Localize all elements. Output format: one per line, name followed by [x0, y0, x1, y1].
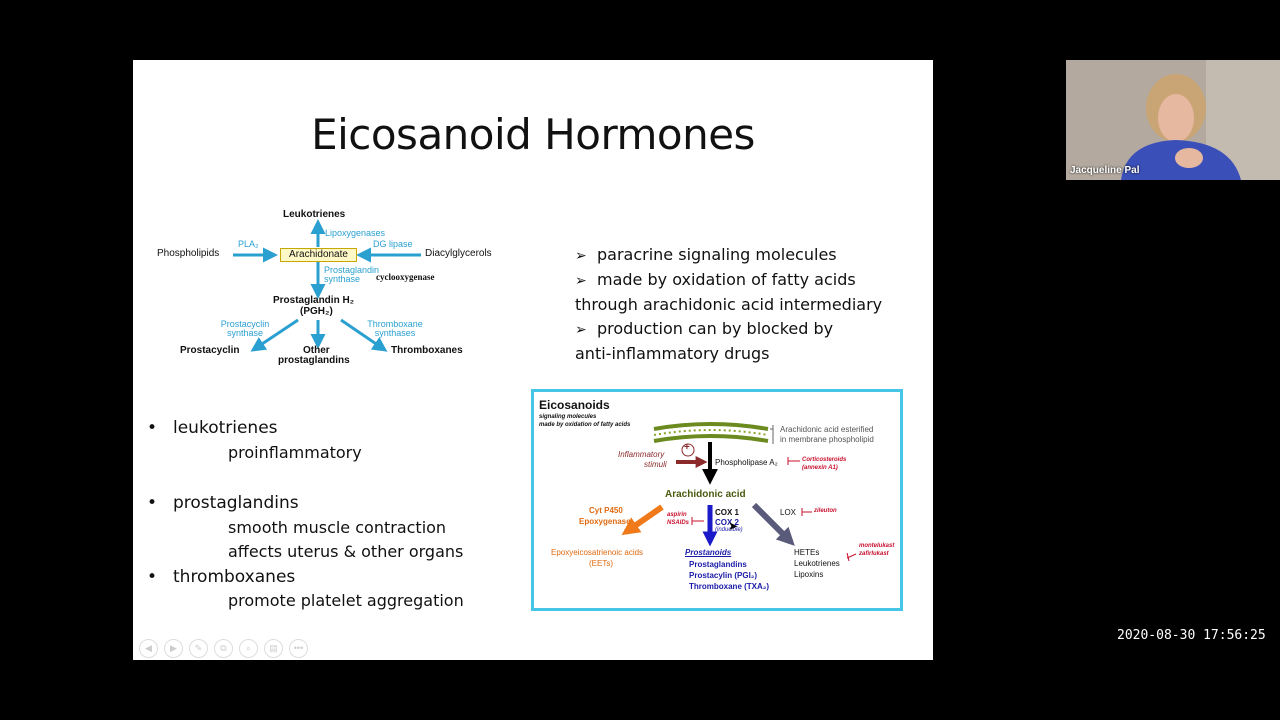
zileuton-label: zileuton — [814, 508, 837, 514]
arrow-bullet-icon: ➢ — [575, 273, 587, 289]
eicosanoids-subtitle-1: signaling molecules — [539, 414, 597, 420]
right-bullet-5: anti-inflammatory drugs — [575, 342, 882, 366]
dg-lipase-label: DG lipase — [373, 239, 413, 249]
eicosanoids-figure: Eicosanoids signaling molecules made by … — [531, 389, 903, 611]
right-bullet-text: through arachidonic acid intermediary — [575, 295, 883, 314]
timestamp: 2020-08-30 17:56:25 — [1117, 628, 1266, 643]
slide-title: Eicosanoid Hormones — [311, 110, 755, 159]
prostacylin-label: Prostacylin (PGI₂) — [689, 571, 758, 580]
inflammatory-label-1: Inflammatory — [618, 450, 665, 459]
right-bullet-2: ➢ made by oxidation of fatty acids — [575, 268, 882, 293]
zoom-icon[interactable]: ⌕ — [239, 639, 258, 658]
bullet-thromboxanes: • thromboxanes — [147, 565, 464, 590]
thromboxanes-diagram-label: Thromboxanes — [391, 345, 463, 356]
arachidonic-acid-label: Arachidonic acid — [665, 489, 746, 500]
right-bullet-list: ➢ paracrine signaling molecules ➢ made by … — [575, 243, 882, 366]
pgh2-abbr-label: (PGH₂) — [300, 306, 333, 317]
mouse-cursor-icon: ➤ — [728, 519, 739, 533]
pen-icon[interactable]: ✎ — [189, 639, 208, 658]
eicosanoids-title: Eicosanoids — [539, 398, 610, 412]
plus-icon: + — [684, 442, 690, 453]
montelukast-label: montelukast — [859, 543, 895, 549]
inducible-label: (inducible) — [715, 527, 743, 533]
bullet-text: leukotrienes — [173, 418, 278, 438]
lipoxygenases-label: Lipoxygenases — [325, 228, 386, 238]
bullet-dot: • — [147, 566, 158, 587]
nsaids-label: NSAIDs — [667, 520, 690, 526]
cox1-label: COX 1 — [715, 508, 740, 517]
sub-bullet: proinflammatory — [228, 442, 362, 462]
arachidonate-box: Arachidonate — [280, 248, 357, 262]
hetes-label: HETEs — [794, 548, 820, 557]
prostacyclin-label: Prostacyclin — [180, 345, 240, 356]
sub-bullet: smooth muscle contraction — [228, 517, 447, 537]
pgh2-label: Prostaglandin H₂ — [273, 295, 355, 306]
arrow-bullet-icon: ➢ — [575, 322, 587, 338]
more-options-icon[interactable]: ••• — [289, 639, 308, 658]
slides-grid-icon[interactable]: ⧉ — [214, 639, 233, 658]
aspirin-label: aspirin — [667, 512, 687, 518]
eets-label-1: Epoxyeicosatrienoic acids — [551, 548, 644, 557]
epoxygenase-label: Epoxygenase — [579, 517, 631, 526]
subtitles-icon[interactable]: ▤ — [264, 639, 283, 658]
right-bullet-text: production can by blocked by — [597, 319, 834, 338]
cyt-p450-label: Cyt P450 — [589, 506, 623, 515]
next-slide-icon[interactable]: ▶ — [164, 639, 183, 658]
phospholipase-label: Phospholipase A₂ — [715, 458, 778, 467]
sub-bullet: promote platelet aggregation — [228, 591, 464, 610]
leukotrienes-eico-label: Leukotrienes — [794, 559, 840, 568]
prostanoids-label: Prostanoids — [685, 548, 732, 557]
participant-name: Jacqueline Pal — [1070, 165, 1140, 176]
right-bullet-text: anti-inflammatory drugs — [575, 344, 770, 363]
lox-label: LOX — [780, 508, 797, 517]
sub-bullet: affects uterus & other organs — [228, 542, 464, 561]
diacylglycerols-label: Diacylglycerols — [425, 248, 492, 259]
phospholipids-label: Phospholipids — [157, 248, 220, 259]
bullet-leukotrienes: • leukotrienes — [147, 416, 464, 441]
slide-controls: ◀ ▶ ✎ ⧉ ⌕ ▤ ••• — [139, 639, 308, 658]
lipoxins-label: Lipoxins — [794, 570, 824, 579]
bullet-dot: • — [147, 418, 158, 438]
eicosanoids-subtitle-2: made by oxidation of fatty acids — [539, 422, 631, 428]
membrane-label-1: Arachidonic acid esterified — [780, 425, 874, 434]
right-bullet-1: ➢ paracrine signaling molecules — [575, 243, 882, 268]
inflammatory-label-2: stimuli — [644, 460, 667, 469]
leukotrienes-label: Leukotrienes — [283, 209, 346, 220]
right-bullet-text: made by oxidation of fatty acids — [597, 270, 856, 289]
zafirlukast-label: zafirlukast — [859, 551, 889, 557]
corticosteroids-label: Corticosteroids — [802, 457, 847, 463]
arrow-bullet-icon: ➢ — [575, 248, 587, 264]
bullet-prostaglandins: • prostaglandins — [147, 491, 464, 516]
right-bullet-4: ➢ production can by blocked by — [575, 317, 882, 342]
right-bullet-3: through arachidonic acid intermediary — [575, 293, 882, 317]
left-bullet-list: • leukotrienes proinflammatory • prostagla… — [147, 416, 464, 614]
cox2-label: COX 2 — [715, 518, 740, 527]
prev-slide-icon[interactable]: ◀ — [139, 639, 158, 658]
right-bullet-text: paracrine signaling molecules — [597, 245, 837, 264]
thromboxane-synthases-label: Thromboxane synthases — [367, 319, 423, 338]
eets-label-2: (EETs) — [589, 559, 613, 568]
participant-video[interactable]: Jacqueline Pal — [1066, 60, 1280, 180]
pla2-label: PLA₂ — [238, 239, 259, 249]
thromboxane-eico-label: Thromboxane (TXA₂) — [689, 582, 769, 591]
membrane-bilayer — [653, 422, 769, 443]
prostaglandin-synthase-label: Prostaglandin synthase — [324, 265, 380, 284]
participant-avatar — [1066, 60, 1280, 180]
cyclooxygenase-label: cyclooxygenase — [376, 272, 435, 282]
prostacyclin-synthase-label: Prostacyclin synthase — [220, 319, 270, 338]
annexin-label: (annexin A1) — [802, 465, 838, 471]
presentation-slide: Eicosanoid Hormones Leukotrienes Lipoxyg… — [133, 60, 933, 660]
other-label: Other — [303, 345, 330, 356]
bullet-text: prostaglandins — [173, 493, 299, 513]
prostaglandins-eico-label: Prostaglandins — [689, 560, 747, 569]
pathway-arrows — [233, 219, 421, 352]
bullet-dot: • — [147, 493, 158, 513]
eicosanoids-arrows — [621, 422, 857, 562]
membrane-label-2: in membrane phospholipid — [780, 435, 874, 444]
prostaglandins-diagram-label: prostaglandins — [278, 355, 350, 366]
bullet-text: thromboxanes — [173, 566, 296, 587]
